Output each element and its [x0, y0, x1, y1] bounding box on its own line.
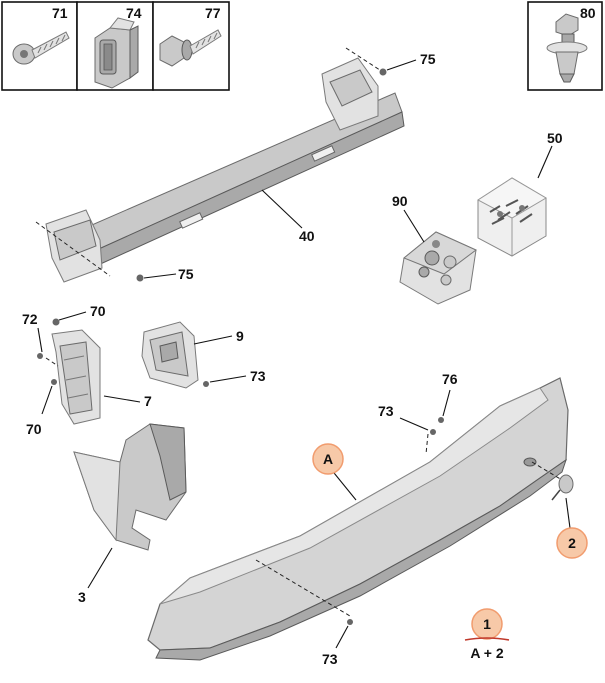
marker-A-badge [312, 443, 344, 475]
marker-A: A [323, 451, 333, 467]
marker-2-badge [556, 527, 588, 559]
rivet-70-upper-icon [52, 318, 60, 326]
fastener-box-74: 74 [76, 1, 154, 91]
callout-76: 76 [442, 371, 458, 387]
rivet-80-icon [546, 13, 588, 83]
callout-7: 7 [144, 393, 152, 409]
fastener-kit-50 [477, 177, 547, 257]
callout-80: 80 [580, 5, 596, 21]
reinforcement-beam-40 [45, 57, 405, 283]
screw-73-mid-icon [430, 429, 436, 435]
callout-73-lower: 73 [322, 651, 338, 667]
callout-3: 3 [78, 589, 86, 605]
marker-1: 1 [483, 616, 491, 632]
corner-trim-3 [73, 423, 187, 551]
side-bracket-7 [51, 329, 101, 425]
screw-75-upper-icon [379, 68, 387, 76]
marker-1-badge [471, 608, 503, 640]
callout-70-upper: 70 [90, 303, 106, 319]
callout-75-upper: 75 [420, 51, 436, 67]
callout-9: 9 [236, 328, 244, 344]
screw-75-lower-icon [136, 274, 144, 282]
axis-line-left [35, 221, 111, 277]
screw-73-lower-icon [347, 619, 353, 625]
axis-line-right [345, 47, 387, 75]
rivet-70-lower-icon [51, 379, 57, 385]
fastener-box-80: 80 [527, 1, 603, 91]
axis-line-bumper [255, 559, 351, 617]
marker-2: 2 [568, 535, 576, 551]
tow-hook-cover-2 [551, 474, 574, 501]
screw-72-icon [37, 353, 43, 359]
callout-73-mid: 73 [378, 403, 394, 419]
marker-1-underline [464, 637, 510, 641]
screw-73-upper-icon [203, 381, 209, 387]
callout-71: 71 [52, 5, 68, 21]
callout-74: 74 [126, 5, 142, 21]
callout-77: 77 [205, 5, 221, 21]
fastener-box-71: 71 [1, 1, 78, 91]
callout-73-upper: 73 [250, 368, 266, 384]
screw-71-icon [12, 31, 70, 65]
callout-72: 72 [22, 311, 38, 327]
fastener-kit-90 [399, 231, 477, 305]
rear-bumper-A [147, 377, 569, 661]
clip-74-icon [94, 17, 139, 89]
screw-76-icon [438, 417, 444, 423]
fastener-box-77: 77 [152, 1, 230, 91]
bolt-77-icon [159, 29, 222, 67]
callout-50: 50 [547, 130, 563, 146]
callout-40: 40 [299, 228, 315, 244]
marker-legend: A + 2 [470, 645, 504, 661]
callout-90: 90 [392, 193, 408, 209]
callout-70-lower: 70 [26, 421, 42, 437]
callout-75-lower: 75 [178, 266, 194, 282]
side-bracket-9 [141, 321, 199, 389]
